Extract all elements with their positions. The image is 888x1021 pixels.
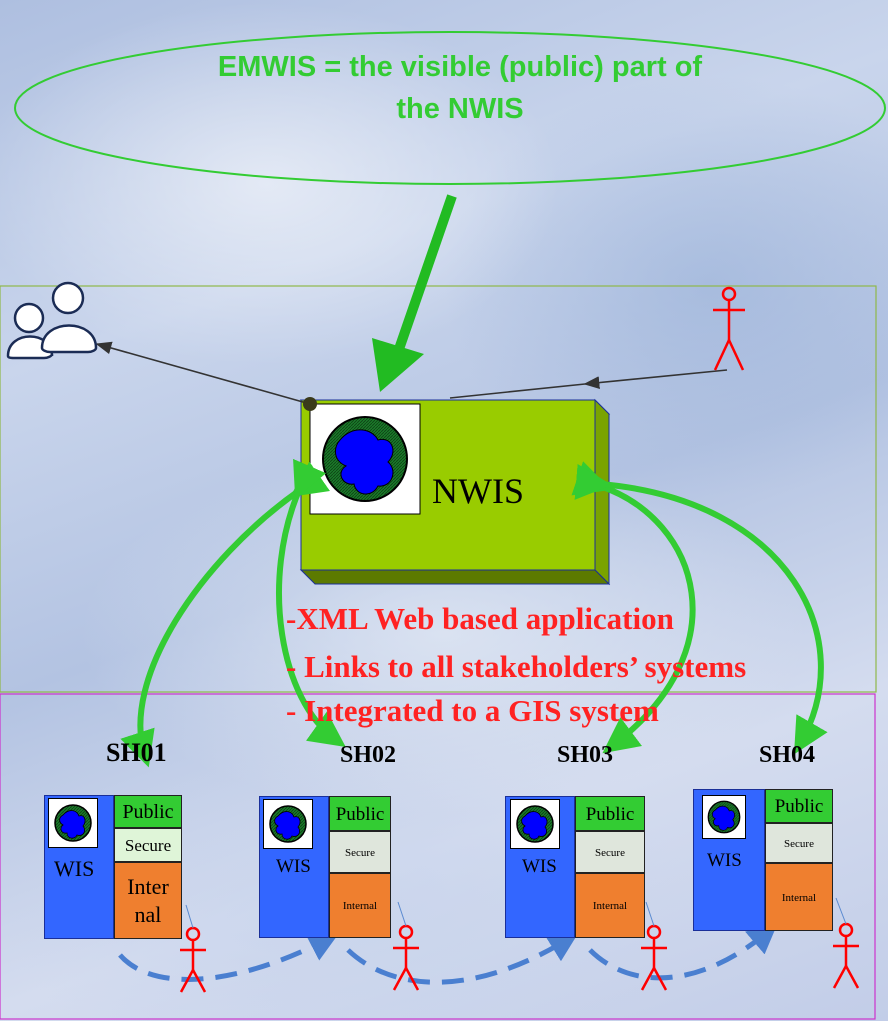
title-text: EMWIS = the visible (public) part of the… (90, 46, 830, 130)
feature-item-xml-web: -XML Web based application (286, 601, 674, 636)
public-segment-sh02: Public (329, 796, 391, 831)
globe-frame-sh02 (263, 799, 313, 849)
secure-segment-sh04: Secure (765, 823, 833, 863)
connector-dot (303, 397, 317, 411)
actor-to-nwis-connector (583, 369, 728, 389)
big-down-arrow (372, 194, 457, 392)
nwis-to-users-connector (95, 341, 311, 405)
internal-label-line2-sh01: nal (134, 902, 162, 927)
stakeholder-label-sh04: SH04 (759, 742, 816, 768)
title-line-2: the NWIS (396, 93, 524, 125)
internal-segment-sh02: Internal (329, 873, 391, 938)
users-group-icon (6, 281, 98, 360)
stakeholder-label-sh01: SH01 (106, 738, 167, 767)
nwis-region-frame (0, 285, 877, 693)
wis-label-sh03: WIS (522, 856, 557, 877)
secure-segment-sh01: Secure (114, 828, 182, 862)
feature-item-gis: - Integrated to a GIS system (286, 693, 659, 728)
internal-segment-sh03: Internal (575, 873, 645, 938)
globe-icon (269, 805, 307, 843)
globe-icon (54, 804, 92, 842)
nwis-label: NWIS (432, 471, 524, 511)
wis-label-sh02: WIS (276, 856, 311, 877)
public-segment-sh01: Public (114, 795, 182, 828)
secure-segment-sh02: Secure (329, 831, 391, 873)
internal-segment-sh04: Internal (765, 863, 833, 931)
internal-segment-sh01: Inter nal (114, 862, 182, 939)
public-segment-sh04: Public (765, 789, 833, 823)
globe-icon (516, 805, 554, 843)
actor-icon-top (713, 286, 745, 371)
public-segment-sh03: Public (575, 796, 645, 831)
secure-segment-sh03: Secure (575, 831, 645, 873)
globe-icon (707, 800, 741, 834)
title-line-1: EMWIS = the visible (public) part of (217, 51, 703, 83)
feature-item-links: - Links to all stakeholders’ systems (286, 649, 747, 684)
stakeholders-region-frame (0, 693, 876, 1020)
title-ellipse (14, 31, 886, 185)
globe-frame-sh03 (510, 799, 560, 849)
stakeholder-label-sh02: SH02 (340, 742, 397, 768)
stakeholder-label-sh03: SH03 (557, 742, 614, 768)
globe-frame-sh04 (702, 795, 746, 839)
internal-label-line1-sh01: Inter (127, 874, 169, 899)
globe-frame-sh01 (48, 798, 98, 848)
nwis-stakeholder-links (120, 458, 828, 768)
wis-label-sh01: WIS (54, 856, 95, 881)
wis-label-sh04: WIS (707, 850, 742, 871)
nwis-globe-icon (322, 416, 408, 502)
stakeholder-dashed-links (118, 923, 778, 985)
